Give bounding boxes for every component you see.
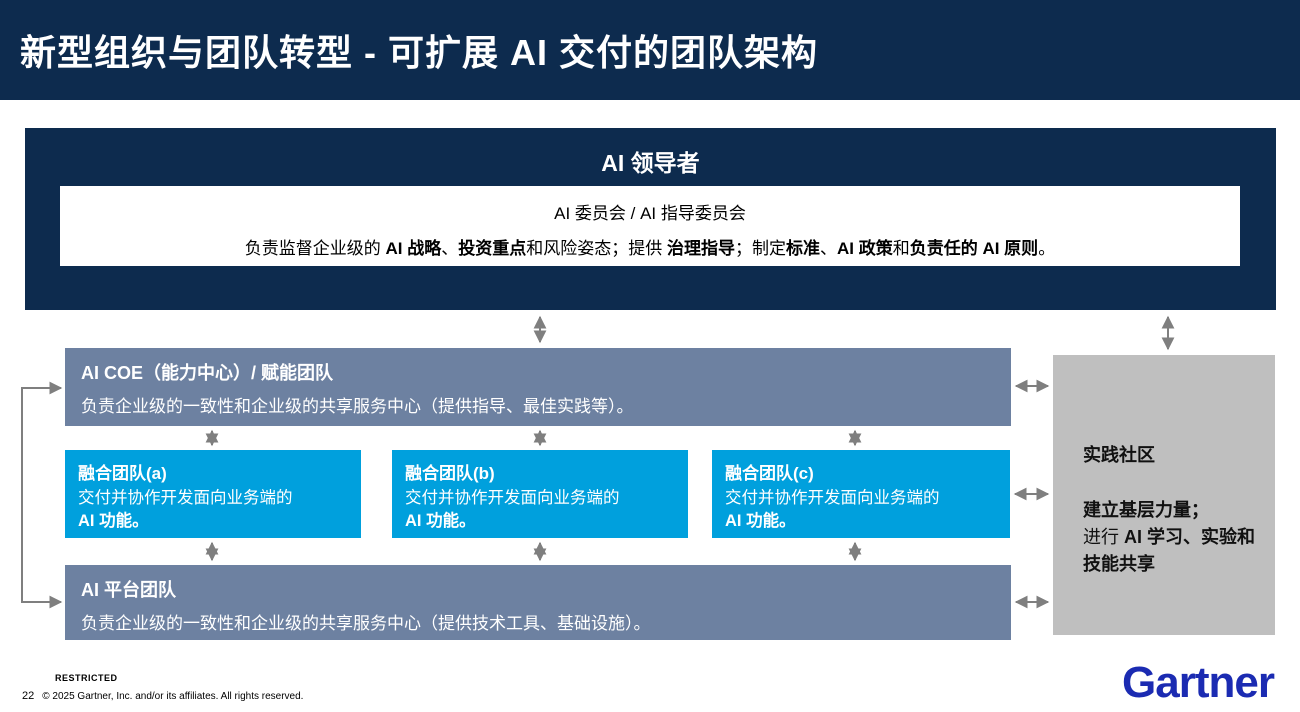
community-of-practice-body: 建立基层力量；进行 AI 学习、实验和技能共享 [1083, 500, 1256, 574]
copyright-row: 22 © 2025 Gartner, Inc. and/or its affili… [22, 686, 303, 704]
fusion-team-a-body: 交付并协作开发面向业务端的 AI 功能。 [78, 487, 348, 533]
ai-coe-box: AI COE（能力中心）/ 赋能团队 负责企业级的一致性和企业级的共享服务中心（… [65, 348, 1011, 426]
fusion-team-c-box: 融合团队(c) 交付并协作开发面向业务端的 AI 功能。 [712, 450, 1010, 538]
ai-coe-title: AI COE（能力中心）/ 赋能团队 [81, 363, 334, 383]
restricted-label: RESTRICTED [55, 673, 118, 683]
fusion-team-c-body: 交付并协作开发面向业务端的 AI 功能。 [725, 487, 997, 533]
fusion-team-b-body-line2: AI 功能。 [405, 512, 476, 531]
page-number: 22 [22, 690, 35, 702]
fusion-team-b-body: 交付并协作开发面向业务端的 AI 功能。 [405, 487, 675, 533]
fusion-team-a-body-line1: 交付并协作开发面向业务端的 [78, 489, 293, 507]
fusion-team-b-title: 融合团队(b) [405, 464, 495, 483]
ai-coe-body: 负责企业级的一致性和企业级的共享服务中心（提供指导、最佳实践等）。 [81, 397, 634, 416]
ai-committee-title: AI 委员会 / AI 指导委员会 [554, 204, 746, 223]
ai-committee-description: 负责监督企业级的 AI 战略、投资重点和风险姿态；提供 治理指导；制定标准、AI… [244, 239, 1056, 258]
slide-header: 新型组织与团队转型 - 可扩展 AI 交付的团队架构 [0, 0, 1300, 100]
fusion-team-b-body-line1: 交付并协作开发面向业务端的 [405, 489, 620, 507]
ai-committee-box: AI 委员会 / AI 指导委员会 负责监督企业级的 AI 战略、投资重点和风险… [60, 186, 1240, 266]
ai-platform-team-title: AI 平台团队 [81, 580, 177, 600]
gartner-logo: Gartner [1122, 658, 1275, 707]
copyright-text: © 2025 Gartner, Inc. and/or its affiliat… [42, 691, 304, 702]
ai-platform-team-body: 负责企业级的一致性和企业级的共享服务中心（提供技术工具、基础设施）。 [81, 614, 651, 633]
fusion-team-a-body-line2: AI 功能。 [78, 512, 149, 531]
fusion-team-c-body-line1: 交付并协作开发面向业务端的 [725, 489, 940, 507]
fusion-team-a-box: 融合团队(a) 交付并协作开发面向业务端的 AI 功能。 [65, 450, 361, 538]
fusion-team-c-title: 融合团队(c) [725, 464, 814, 483]
ai-platform-team-box: AI 平台团队 负责企业级的一致性和企业级的共享服务中心（提供技术工具、基础设施… [65, 565, 1011, 640]
ai-leader-box: AI 领导者 AI 委员会 / AI 指导委员会 负责监督企业级的 AI 战略、… [25, 128, 1276, 310]
community-of-practice-title: 实践社区 [1083, 445, 1155, 465]
community-of-practice-box: 实践社区 建立基层力量；进行 AI 学习、实验和技能共享 [1053, 355, 1275, 635]
fusion-team-b-box: 融合团队(b) 交付并协作开发面向业务端的 AI 功能。 [392, 450, 688, 538]
fusion-team-c-body-line2: AI 功能。 [725, 512, 796, 531]
fusion-team-a-title: 融合团队(a) [78, 464, 167, 483]
page-title: 新型组织与团队转型 - 可扩展 AI 交付的团队架构 [20, 32, 818, 73]
slide-footer: RESTRICTED 22 © 2025 Gartner, Inc. and/or… [22, 673, 303, 704]
ai-leader-title: AI 领导者 [601, 150, 700, 176]
arrow-coe-platform-left-link [21, 381, 63, 609]
